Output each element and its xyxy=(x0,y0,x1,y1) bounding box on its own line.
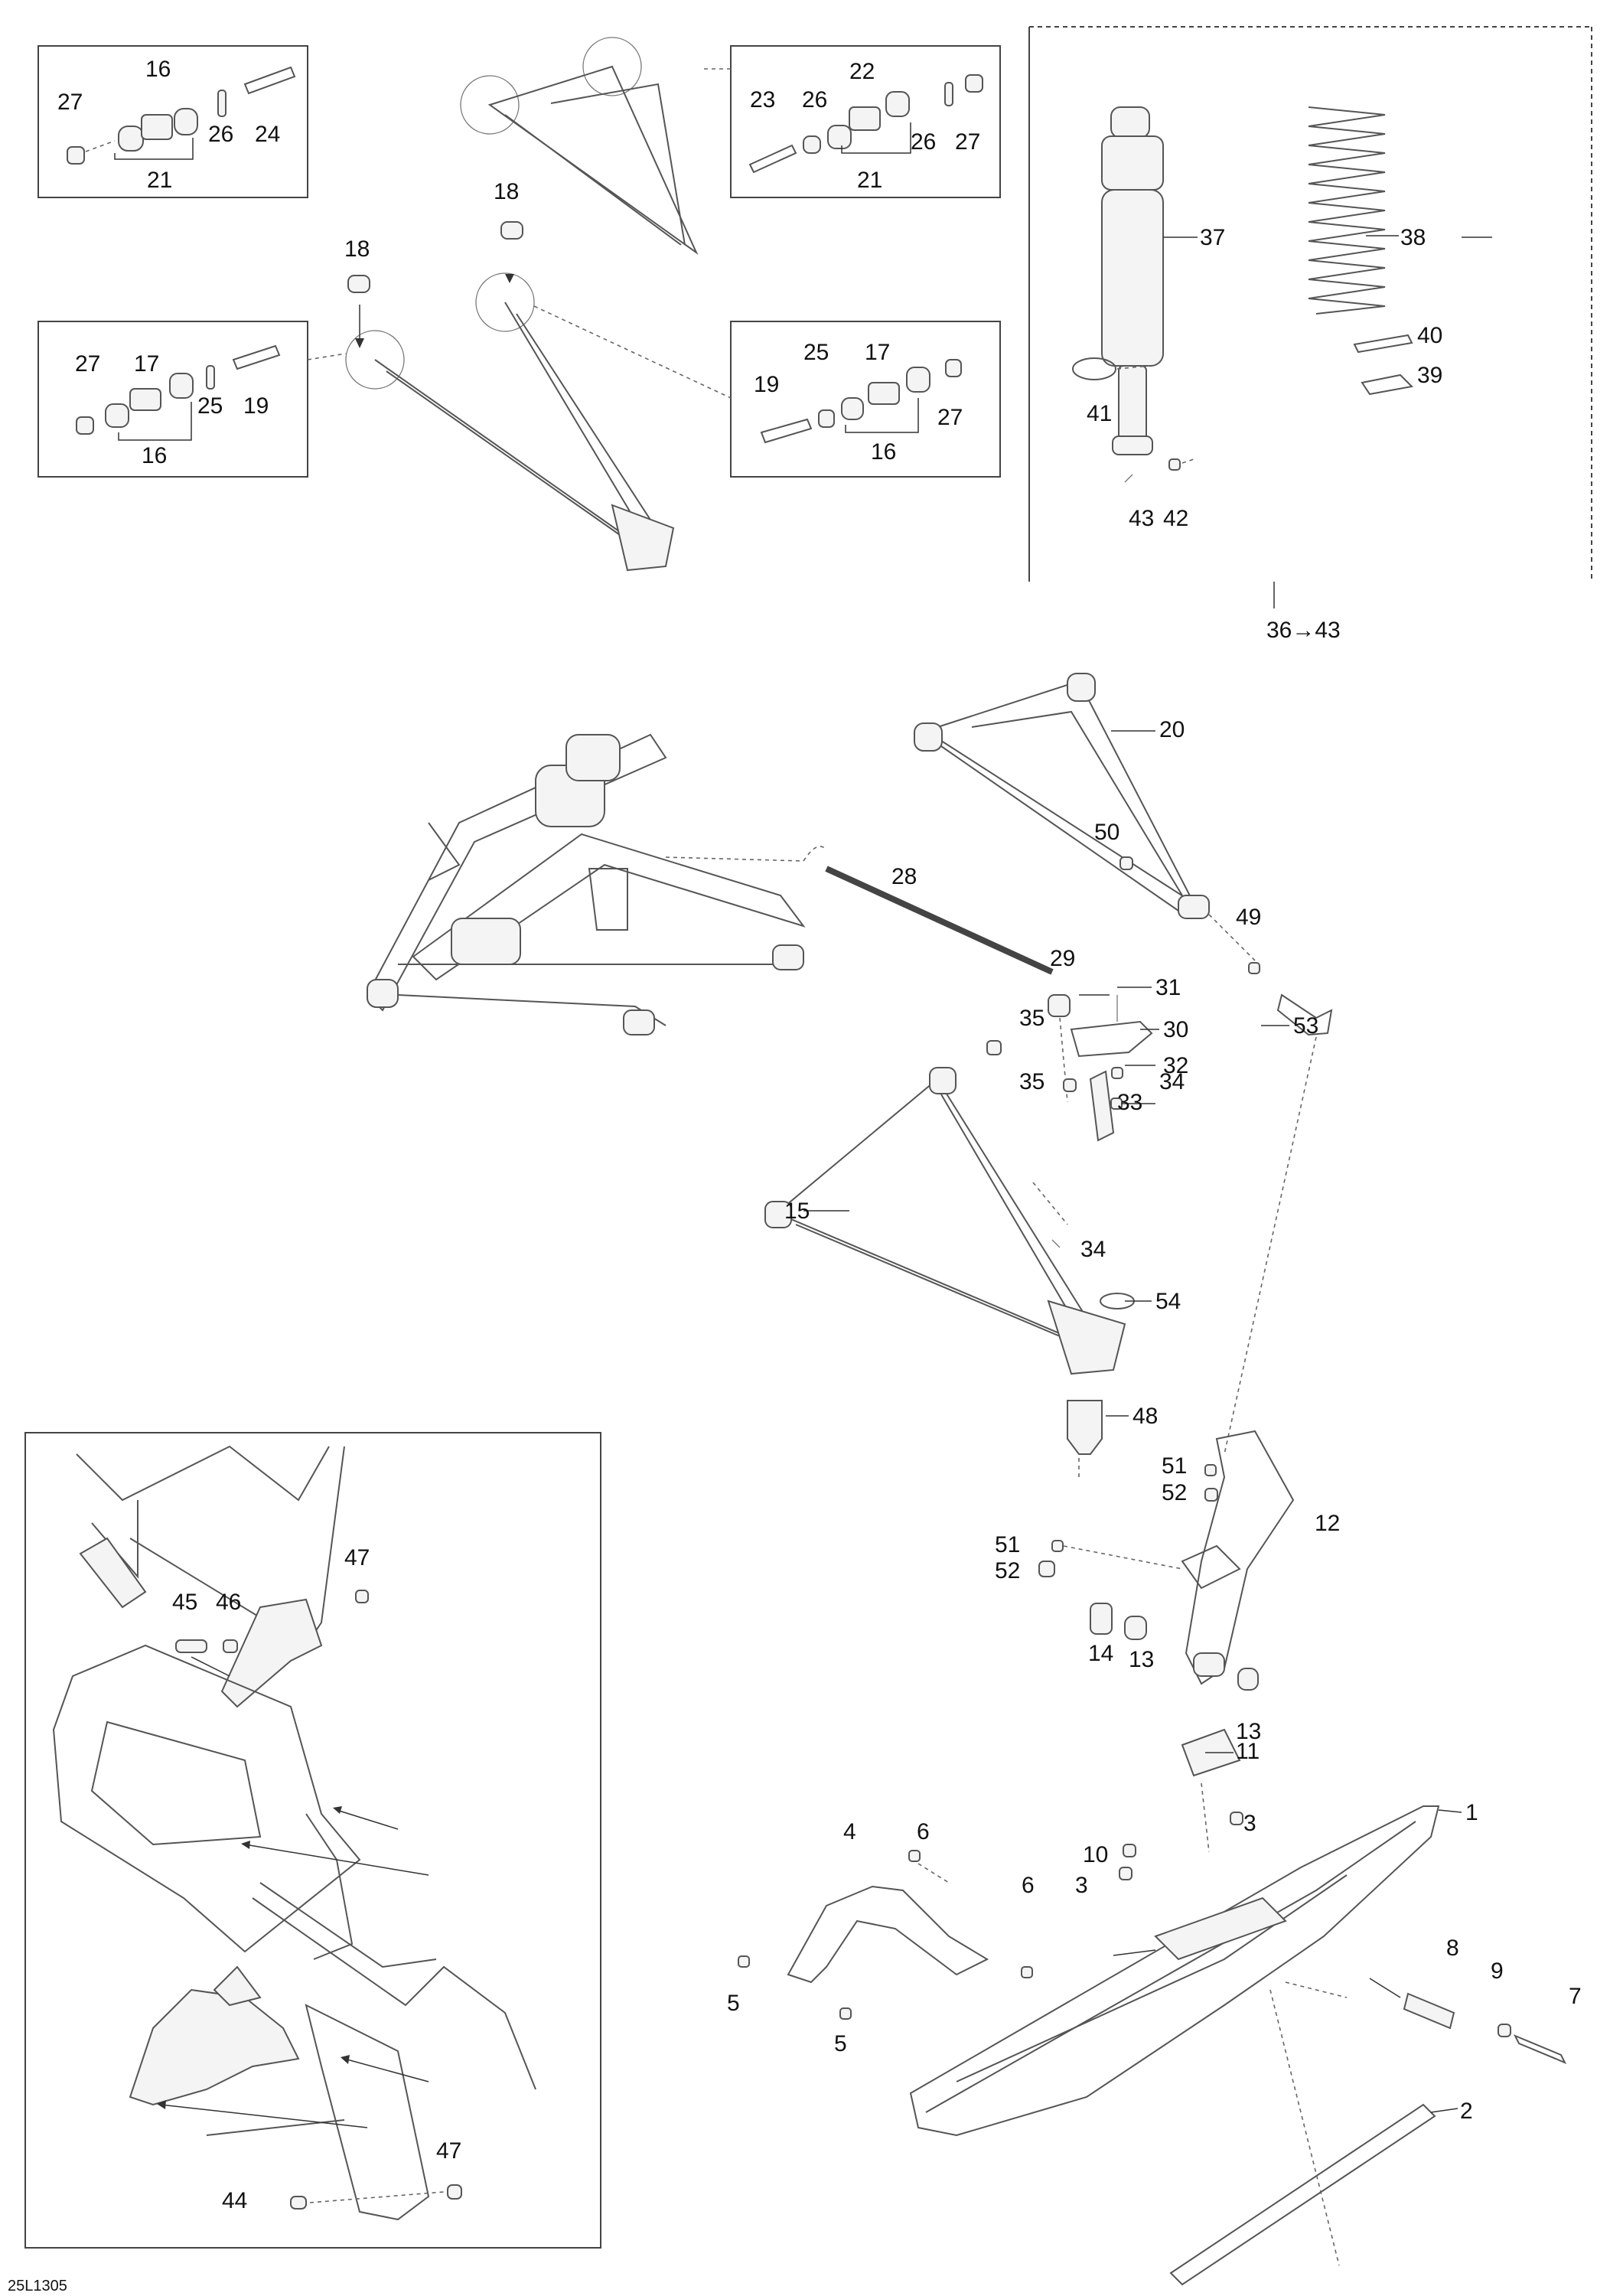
callout-49: 49 xyxy=(1236,905,1261,930)
callout-1: 1 xyxy=(1465,1800,1478,1825)
callout-21: 21 xyxy=(147,168,172,193)
tie-rod xyxy=(825,866,1054,975)
callout-32: 32 xyxy=(1163,1053,1188,1078)
callout-4: 4 xyxy=(843,1819,856,1844)
callout-9: 9 xyxy=(1491,1958,1504,1984)
inset-box-frame-mounting xyxy=(24,1432,601,2249)
callout-37: 37 xyxy=(1200,225,1225,250)
callout-18: 18 xyxy=(494,179,519,204)
callout-34: 34 xyxy=(1080,1237,1106,1262)
callout-34: 34 xyxy=(1159,1069,1185,1094)
callout-6: 6 xyxy=(1022,1873,1035,1898)
callout-33: 33 xyxy=(1117,1090,1142,1115)
inset-box-lower-left-bushings xyxy=(37,321,308,478)
callout-18: 18 xyxy=(344,236,370,262)
callout-52: 52 xyxy=(995,1558,1020,1583)
inset-box-upper-right-bushings xyxy=(730,45,1001,198)
bushing-kit-upper-left xyxy=(67,66,296,165)
callout-17: 17 xyxy=(134,351,159,377)
callout-20: 20 xyxy=(1159,717,1185,742)
callout-27: 27 xyxy=(937,405,963,430)
ski-handle-part-4 xyxy=(787,1885,989,1984)
callout-51: 51 xyxy=(1162,1453,1187,1479)
range-label: 36→43 xyxy=(1266,618,1341,643)
callout-13: 13 xyxy=(1129,1647,1154,1672)
lower-a-arm-part-15 xyxy=(764,1067,1126,1375)
callout-40: 40 xyxy=(1417,323,1442,348)
callout-3: 3 xyxy=(1243,1811,1256,1836)
leader-lines xyxy=(803,235,1492,2113)
callout-30: 30 xyxy=(1163,1017,1188,1042)
callout-16: 16 xyxy=(142,443,167,468)
callout-27: 27 xyxy=(75,351,100,377)
callout-3: 3 xyxy=(1075,1873,1088,1898)
callout-5: 5 xyxy=(727,1991,740,2016)
callout-53: 53 xyxy=(1293,1013,1318,1039)
callout-27: 27 xyxy=(955,129,980,155)
callout-54: 54 xyxy=(1155,1289,1181,1314)
callout-19: 19 xyxy=(754,372,779,397)
callout-6: 6 xyxy=(917,1819,930,1844)
drawing-code: 25L1305 xyxy=(8,2278,67,2294)
callout-19: 19 xyxy=(243,393,269,419)
frame-mounting-illustration xyxy=(52,1445,536,2221)
callout-2: 2 xyxy=(1460,2099,1473,2124)
callout-41: 41 xyxy=(1087,401,1112,426)
callout-14: 14 xyxy=(1088,1641,1113,1666)
callout-35: 35 xyxy=(1019,1069,1045,1094)
callout-47: 47 xyxy=(344,1545,370,1570)
callout-13: 13 xyxy=(1236,1719,1261,1744)
inset-box-lower-right-bushings xyxy=(730,321,1001,478)
callout-51: 51 xyxy=(995,1532,1020,1557)
front-suspension-assembly xyxy=(366,733,806,1035)
bushing-kit-lower-right xyxy=(760,359,962,444)
callout-44: 44 xyxy=(222,2188,247,2213)
callout-35: 35 xyxy=(1019,1006,1045,1031)
callout-11: 11 xyxy=(1236,1739,1260,1764)
callout-22: 16 xyxy=(145,57,171,82)
callout-10: 10 xyxy=(1083,1842,1108,1867)
callout-16: 16 xyxy=(871,439,896,465)
callout-42: 42 xyxy=(1163,506,1188,531)
shock-absorber xyxy=(1101,106,1164,455)
callout-17: 17 xyxy=(865,340,890,365)
callout-46: 46 xyxy=(216,1590,241,1615)
callout-39: 39 xyxy=(1417,363,1442,388)
callout-29: 29 xyxy=(1050,946,1075,971)
callout-50: 50 xyxy=(1094,820,1119,845)
callout-45: 45 xyxy=(172,1590,197,1615)
callout-22: 22 xyxy=(849,59,875,84)
bushing-kit-upper-right xyxy=(748,74,983,174)
callout-24: 24 xyxy=(255,122,280,147)
callout-21: 21 xyxy=(857,168,882,193)
ski-assembly xyxy=(909,1728,1440,2286)
callout-52: 52 xyxy=(1162,1480,1187,1505)
callout-48: 48 xyxy=(1133,1404,1158,1429)
upper-a-arm-part-20 xyxy=(914,673,1210,919)
callout-43: 43 xyxy=(1129,506,1154,531)
callout-26: 26 xyxy=(802,87,827,113)
coil-spring xyxy=(1308,106,1386,315)
callout-25: 25 xyxy=(197,393,223,419)
callout-26: 26 xyxy=(911,129,936,155)
callout-27: 27 xyxy=(57,90,83,115)
spindle-part-12 xyxy=(1181,1430,1295,1685)
bushing-kit-lower-left xyxy=(76,344,281,435)
callout-23: 23 xyxy=(750,87,775,113)
upper-a-arm-illustration xyxy=(345,37,699,572)
callout-26: 26 xyxy=(208,122,233,147)
callout-labels: 16 27 26 24 21 22 23 26 26 27 21 18 18 2… xyxy=(57,57,1582,2213)
callout-25: 25 xyxy=(803,340,829,365)
inset-box-upper-left-bushings xyxy=(37,45,308,198)
callout-12: 12 xyxy=(1315,1511,1340,1536)
callout-31: 31 xyxy=(1155,975,1181,1000)
callout-8: 8 xyxy=(1446,1936,1459,1961)
callout-7: 7 xyxy=(1569,1984,1582,2009)
callout-47: 47 xyxy=(436,2138,461,2164)
callout-15: 15 xyxy=(784,1199,810,1224)
callout-5: 5 xyxy=(834,2031,847,2056)
callout-38: 38 xyxy=(1400,225,1426,250)
callout-28: 28 xyxy=(891,864,917,889)
